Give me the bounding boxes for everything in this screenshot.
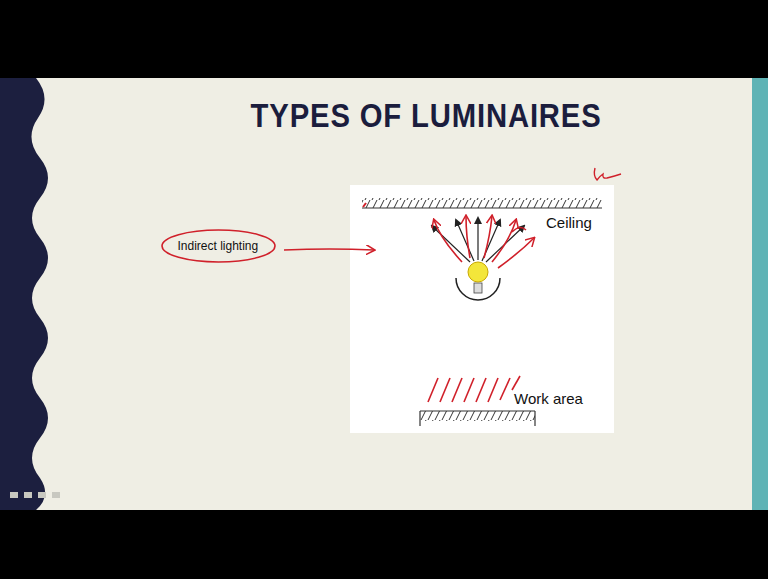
- figure-label: Ceiling: [546, 214, 592, 231]
- node-text: Indirect lighting: [178, 239, 259, 253]
- slide-title: TYPES OF LUMINAIRES: [251, 96, 602, 135]
- figure-label: Work area: [514, 390, 583, 407]
- ellipse-callout: Indirect lighting: [161, 229, 276, 263]
